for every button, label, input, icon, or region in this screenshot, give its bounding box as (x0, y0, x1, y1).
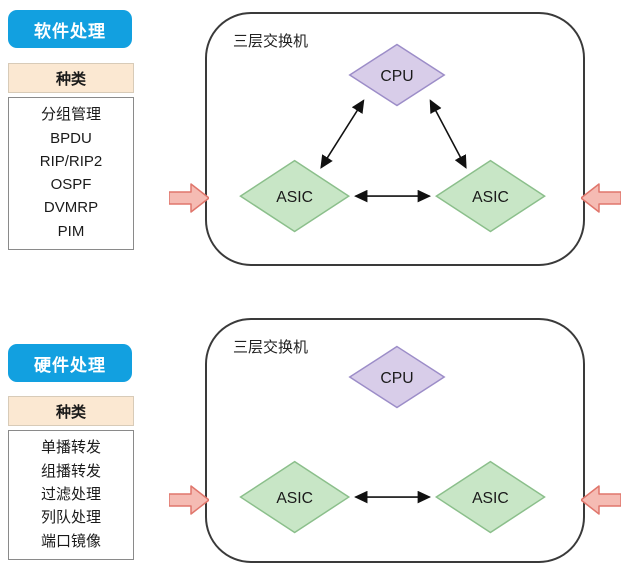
switch-title: 三层交换机 (233, 33, 309, 50)
hardware-category-list: 单播转发 组播转发 过滤处理 列队处理 端口镜像 (8, 430, 134, 560)
layer3-switch-box-bottom: 三层交换机 CPU ASIC ASIC (205, 318, 585, 563)
asic-diamond-left (239, 159, 351, 233)
layer3-switch-box-top: 三层交换机 CPU ASIC ASIC (205, 12, 585, 266)
asic-right-label: ASIC (472, 189, 509, 206)
list-item: PIM (57, 222, 85, 240)
hardware-processing-badge: 硬件处理 (8, 344, 132, 382)
category-header: 种类 (8, 396, 134, 426)
cpu-asic-left-connector (320, 99, 365, 169)
list-item: 单播转发 (40, 439, 101, 457)
software-category-list: 分组管理 BPDU RIP/RIP2 OSPF DVMRP PIM (8, 97, 134, 250)
category-header: 种类 (8, 63, 134, 93)
cpu-diamond (348, 345, 446, 409)
list-item: 列队处理 (40, 509, 101, 527)
list-item: RIP/RIP2 (39, 152, 103, 170)
list-item: 分组管理 (40, 106, 101, 124)
software-processing-badge: 软件处理 (8, 10, 132, 48)
list-item: OSPF (50, 176, 92, 194)
asic-left-label: ASIC (276, 189, 313, 206)
switch-diagram-bottom: CPU ASIC ASIC (239, 345, 546, 534)
inbound-arrow-left-top-icon (169, 183, 209, 213)
cpu-diamond (348, 43, 446, 107)
cpu-label: CPU (380, 370, 413, 387)
list-item: BPDU (50, 129, 92, 147)
cpu-label: CPU (380, 68, 413, 85)
inbound-arrow-right-top-icon (581, 183, 621, 213)
asic-diamond-left (239, 460, 351, 534)
list-item: 过滤处理 (40, 485, 101, 503)
inbound-arrow-left-bottom-icon (169, 485, 209, 515)
list-item: 组播转发 (40, 462, 101, 480)
asic-diamond-right (434, 159, 546, 233)
switch-title: 三层交换机 (233, 339, 309, 356)
asic-left-label: ASIC (276, 490, 313, 507)
asic-right-label: ASIC (472, 490, 509, 507)
list-item: 端口镜像 (40, 532, 101, 550)
cpu-asic-right-connector (429, 99, 467, 169)
asic-diamond-right (434, 460, 546, 534)
inbound-arrow-right-bottom-icon (581, 485, 621, 515)
list-item: DVMRP (43, 199, 99, 217)
switch-diagram-top: CPU ASIC ASIC (239, 43, 546, 233)
